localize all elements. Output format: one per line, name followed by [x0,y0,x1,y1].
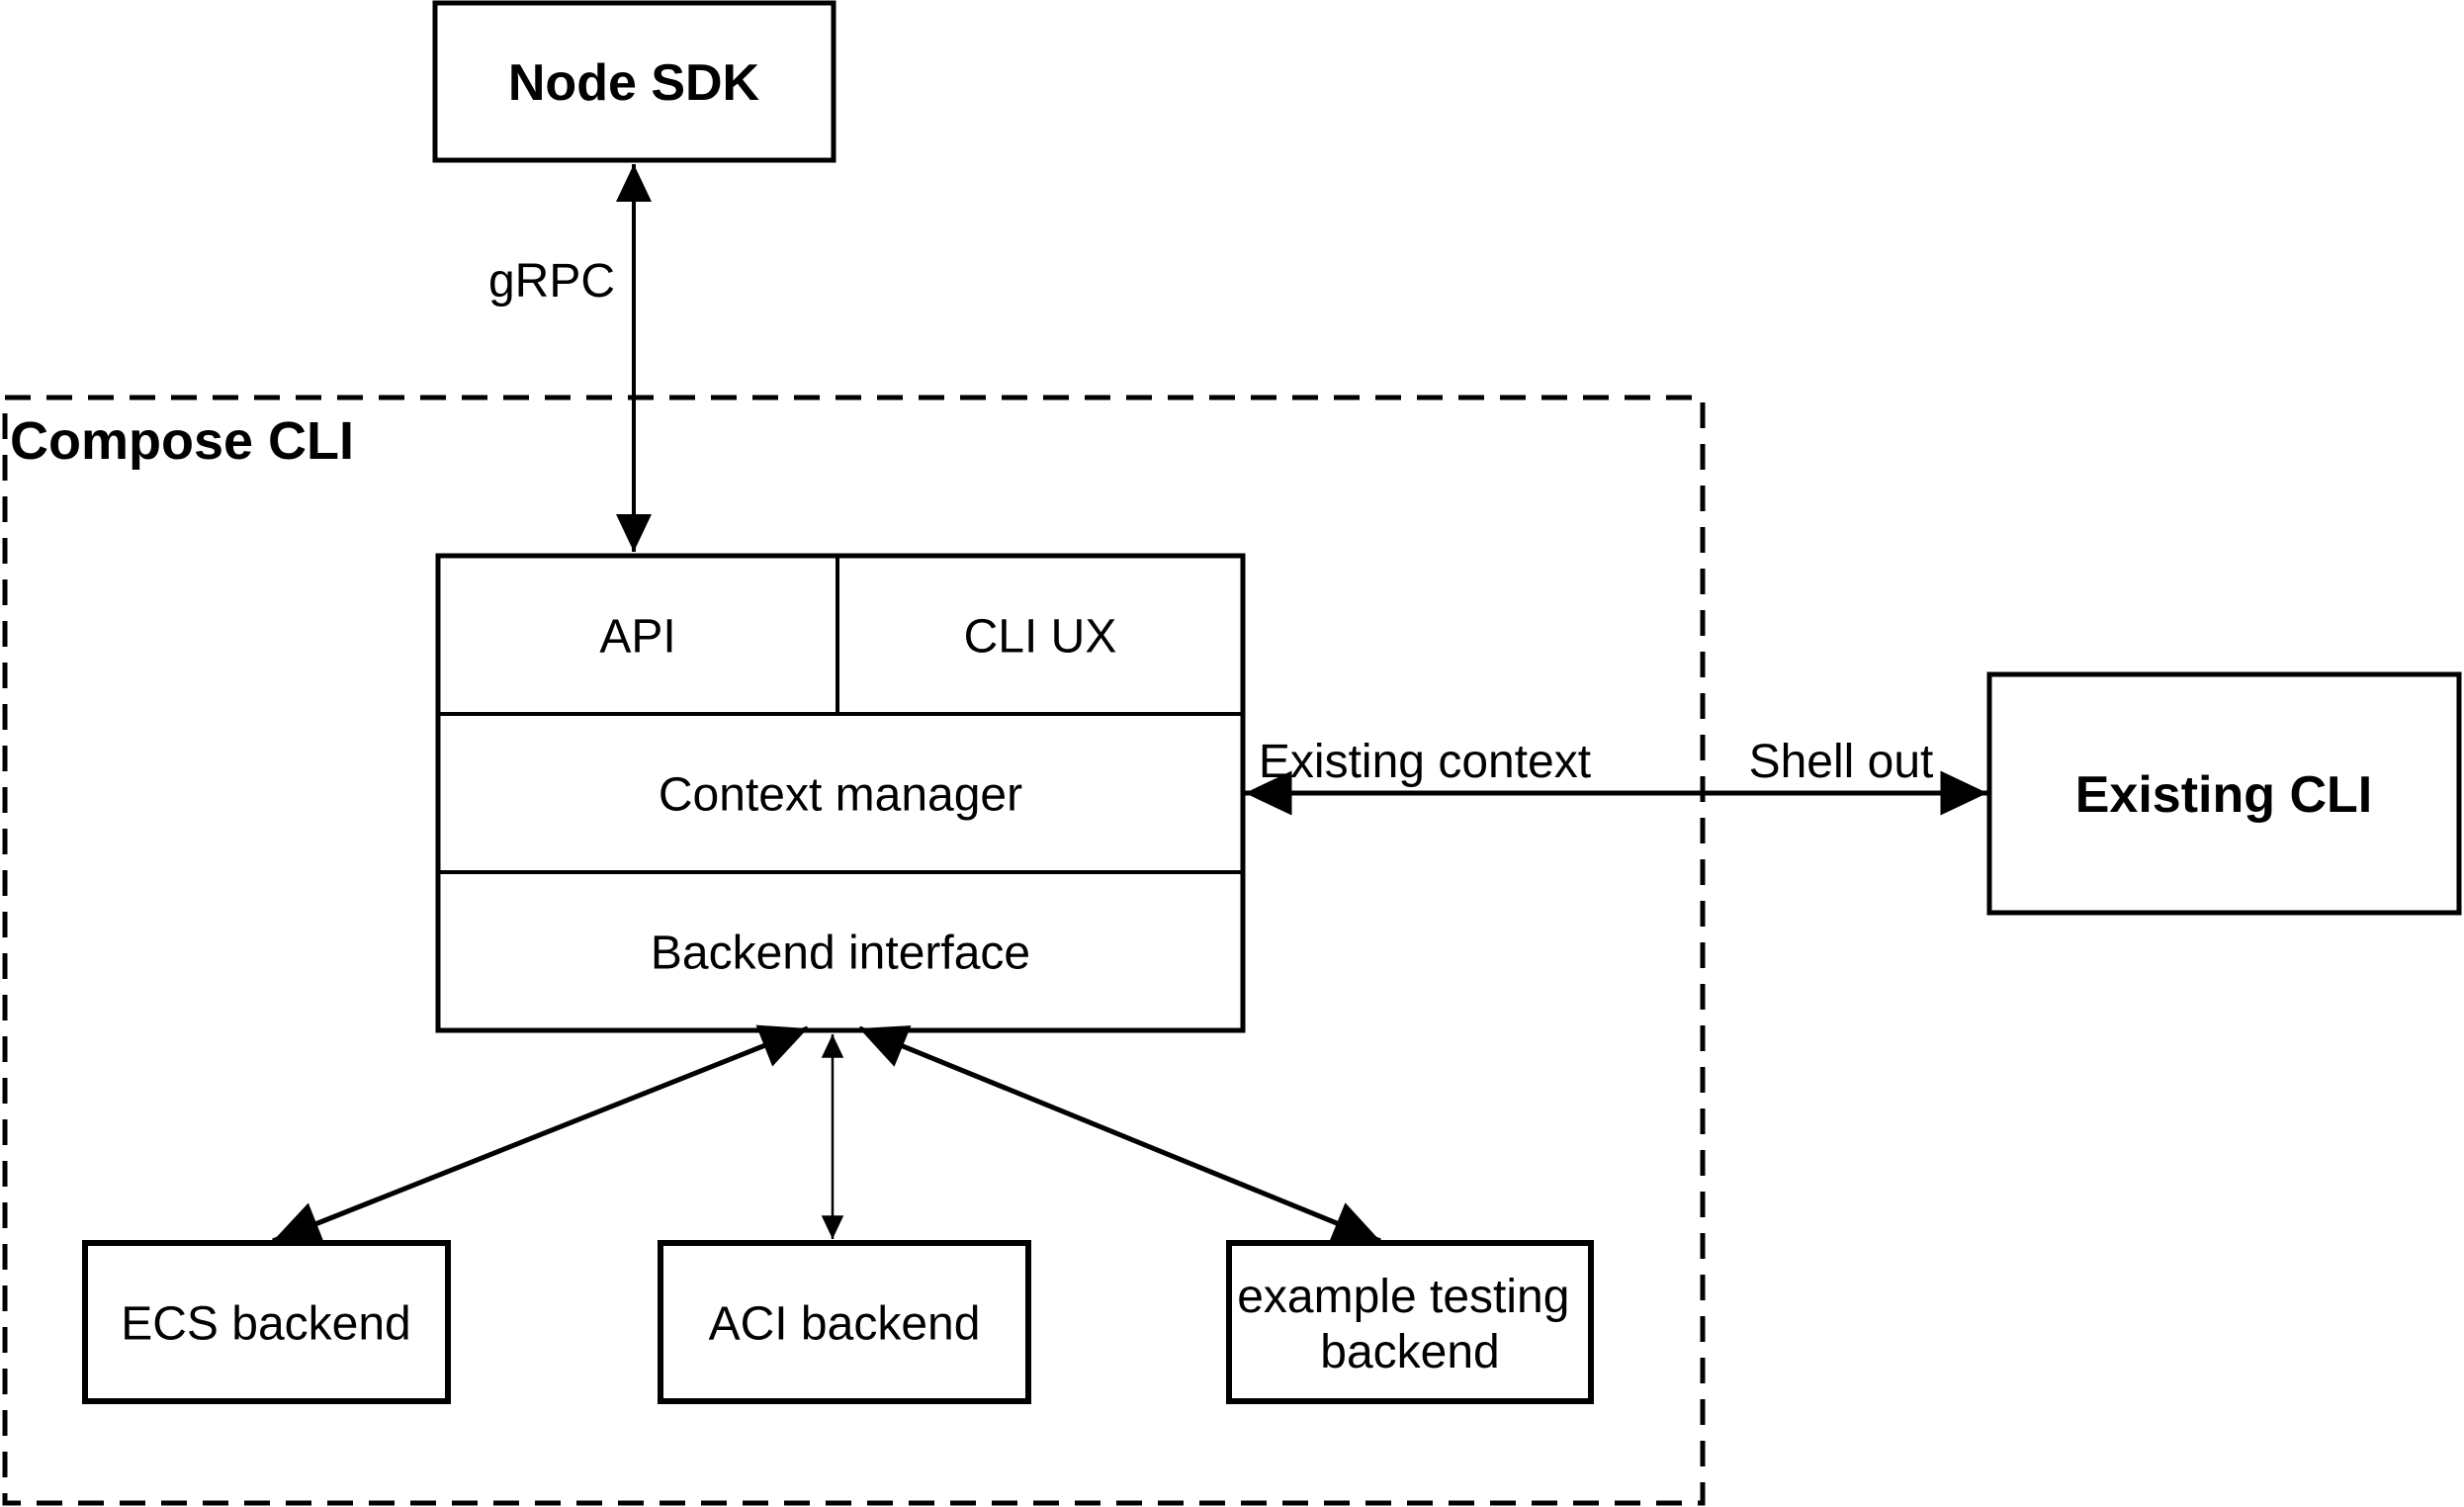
node-sdk-label: Node SDK [508,54,760,112]
ecs-backend-box [82,1240,451,1404]
backend-example-arrow [858,1025,1381,1244]
api-label: API [599,611,675,664]
backend-interface-label: Backend interface [651,928,1030,980]
existing-cli-box [1986,671,2462,916]
compose-cli-core-box [435,553,1246,1033]
backend-ecs-arrow [272,1024,809,1245]
grpc-label: gRPC [488,255,615,308]
compose-cli-container [2,395,1706,1506]
shell-out-label: Shell out [1749,736,1934,788]
existing-cli-label: Existing CLI [2075,766,2372,824]
aci-backend-label: ACI backend [709,1298,981,1351]
cli-ux-label: CLI UX [964,611,1117,664]
example-testing-backend-label: example testing backend [1237,1271,1583,1378]
existing-context-label: Existing context [1259,736,1591,788]
node-sdk-box [432,0,836,163]
example-testing-backend-label-line1: example testing [1237,1271,1569,1323]
compose-cli-label: Compose CLI [10,411,354,471]
example-testing-backend-box [1226,1240,1594,1404]
example-testing-backend-label-line2: backend [1320,1326,1499,1378]
aci-backend-box [658,1240,1031,1404]
ecs-backend-label: ECS backend [121,1298,411,1351]
context-manager-label: Context manager [659,769,1022,822]
